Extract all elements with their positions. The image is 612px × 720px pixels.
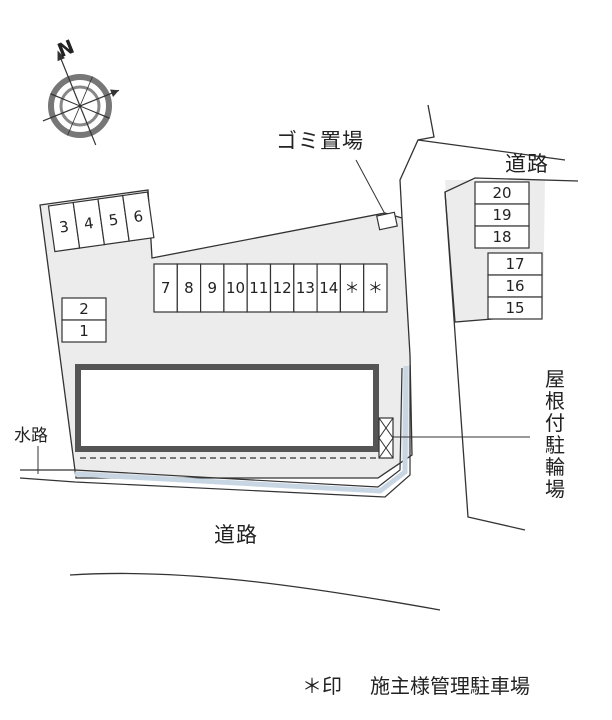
parking-space-owner-9-label: ＊: [368, 279, 383, 297]
parking-space-12-label: 12: [273, 279, 292, 297]
parking-space-6-label: 6: [132, 207, 144, 226]
parking-space-4-label: 4: [83, 214, 95, 233]
parking-space-20-label: 20: [492, 184, 511, 202]
parking-space-1-box: [61, 319, 107, 343]
parking-space-7-label: 7: [161, 279, 171, 297]
parking-space-16-label: 16: [505, 277, 524, 295]
parking-left-stack: 21: [61, 297, 107, 343]
parking-space-15-box: [487, 296, 543, 320]
footnote-text: 施主様管理駐車場: [370, 674, 530, 698]
parking-space-13-label: 13: [296, 279, 315, 297]
bicycle-parking-area: [378, 417, 394, 459]
garbage-station: [376, 211, 398, 231]
parking-space-3-label: 3: [58, 217, 70, 236]
parking-space-9-label: 9: [207, 279, 217, 297]
footnote-mark: ＊印: [302, 674, 342, 698]
parking-space-owner-9-box: [363, 263, 388, 313]
compass-icon: [42, 50, 120, 146]
footnote: ＊印 施主様管理駐車場: [302, 670, 530, 699]
road-label-bottom: 道路: [214, 523, 258, 547]
road-edge-right: [444, 191, 526, 531]
waterway-label: 水路: [14, 426, 48, 446]
bicycle-parking-label: 屋根付駐輪場: [545, 367, 565, 501]
garbage-label: ゴミ置場: [276, 129, 364, 153]
road-label-top-right: 道路: [505, 152, 549, 176]
parking-space-11-label: 11: [249, 279, 268, 297]
parking-space-10-label: 10: [226, 279, 245, 297]
road-edge-connector: [417, 139, 566, 161]
road-edge-top: [399, 104, 435, 219]
building: [75, 364, 379, 452]
road-edge-bottom: [69, 572, 441, 611]
parking-space-18-box: [474, 225, 530, 249]
parking-space-17-label: 17: [505, 255, 524, 273]
parking-space-8-label: 8: [184, 279, 194, 297]
waterway-lines: [19, 365, 411, 498]
parking-space-18-label: 18: [492, 228, 511, 246]
bicycle-parking-cross: [378, 417, 394, 459]
parking-right-bottom: 17 16 15: [487, 252, 543, 320]
waterway-fill: [74, 365, 409, 494]
garbage-pointer: [355, 159, 386, 215]
parking-right-top: 20 19 18: [474, 181, 530, 249]
parking-space-owner-8-label: ＊: [345, 279, 360, 297]
parking-space-19-label: 19: [492, 206, 511, 224]
parking-space-15-label: 15: [505, 299, 524, 317]
parking-space-5-label: 5: [108, 210, 120, 229]
parking-space-6-box: [122, 191, 155, 242]
parking-space-2-label: 2: [79, 300, 89, 318]
parking-space-1-label: 1: [79, 322, 89, 340]
parking-space-14-label: 14: [319, 279, 338, 297]
